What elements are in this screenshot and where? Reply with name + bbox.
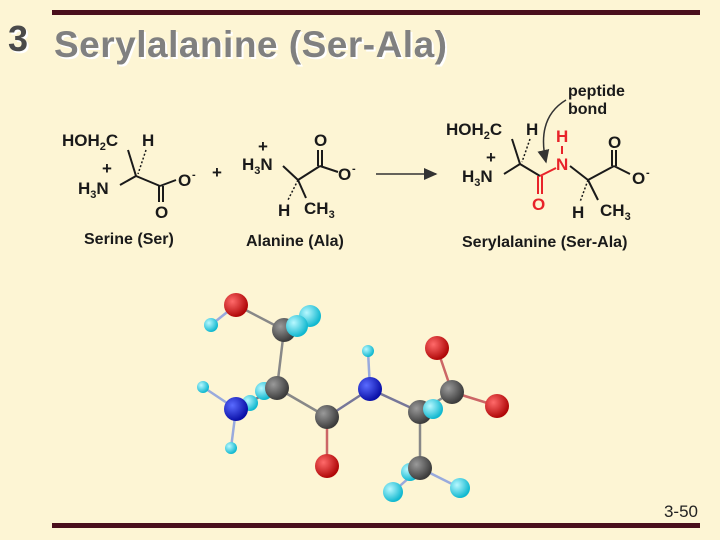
svg-text:HOH2C: HOH2C (62, 131, 118, 153)
svg-text:O: O (178, 171, 191, 190)
bottom-bar (52, 523, 700, 528)
svg-text:H: H (556, 127, 568, 146)
annotation-line-2: bond (568, 101, 607, 118)
serine-label: Serine (Ser) (84, 231, 174, 248)
svg-text:H: H (526, 120, 538, 139)
product-label: Serylalanine (Ser-Ala) (462, 234, 627, 251)
svg-text:-: - (192, 169, 196, 181)
svg-text:O: O (608, 133, 621, 152)
svg-text:O: O (532, 195, 545, 214)
ball-and-stick-model (197, 293, 509, 502)
serine-structure: HOH2C H + H3N O - O (62, 131, 196, 222)
alanine-structure: + H3N O O - H CH3 (242, 131, 356, 221)
svg-text:HOH2C: HOH2C (446, 120, 502, 142)
dipeptide-structure: HOH2C H + H3N O N H O O - H CH3 (446, 99, 650, 223)
svg-text:H3N: H3N (242, 155, 273, 177)
svg-text:+: + (486, 148, 496, 167)
svg-text:-: - (352, 163, 356, 175)
svg-text:O: O (155, 203, 168, 222)
svg-text:O: O (632, 169, 645, 188)
plus-sign: + (212, 163, 222, 182)
svg-text:O: O (314, 131, 327, 150)
svg-text:H: H (278, 201, 290, 220)
svg-text:H: H (572, 203, 584, 222)
svg-text:H: H (142, 131, 154, 150)
svg-text:-: - (646, 167, 650, 179)
page-number: 3-50 (663, 502, 698, 521)
top-bar (52, 10, 700, 15)
svg-text:H3N: H3N (462, 167, 493, 189)
svg-text:+: + (102, 159, 112, 178)
alanine-label: Alanine (Ala) (246, 233, 344, 250)
svg-text:N: N (556, 155, 568, 174)
slide-number: 3 (8, 18, 29, 59)
svg-text:O: O (338, 165, 351, 184)
svg-text:H3N: H3N (78, 179, 109, 201)
svg-text:+: + (258, 137, 268, 156)
slide-title: Serylalanine (Ser-Ala) (54, 24, 448, 65)
svg-text:CH3: CH3 (304, 199, 335, 221)
svg-text:CH3: CH3 (600, 201, 631, 223)
annotation-line-1: peptide (568, 83, 625, 100)
